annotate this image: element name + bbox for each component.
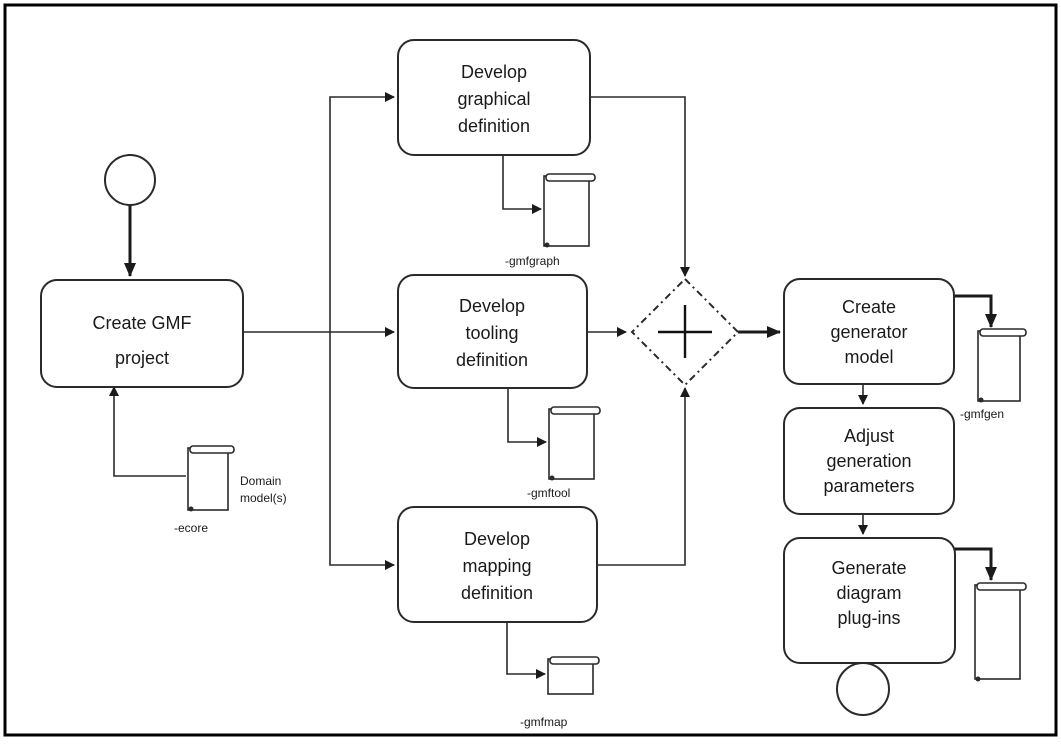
- activity-create-gmf-project: Create GMF project: [40, 279, 244, 388]
- activity-develop-mapping: Develop mapping definition: [397, 506, 598, 623]
- end-event: [836, 662, 890, 716]
- generate-line2: diagram: [836, 583, 901, 603]
- activity-create-generator-model: Create generator model: [783, 278, 955, 385]
- generate-line3: plug-ins: [837, 608, 900, 628]
- graphical-line1: Develop: [461, 62, 527, 82]
- connectors: [109, 92, 997, 684]
- document-icon-ecore: [187, 445, 235, 512]
- document-icon-gmfgraph: [543, 173, 596, 248]
- label-gmfmap: -gmfmap: [520, 715, 568, 729]
- generator-line1: Create: [842, 297, 896, 317]
- tooling-line2: tooling: [465, 323, 518, 343]
- mapping-line1: Develop: [464, 529, 530, 549]
- document-icon-diagram-plugin: [974, 582, 1027, 682]
- mapping-line3: definition: [461, 583, 533, 603]
- generate-line1: Generate: [831, 558, 906, 578]
- document-icon-gmfgen: [977, 328, 1027, 403]
- graphical-line2: graphical: [457, 89, 530, 109]
- label-ecore: -ecore: [174, 521, 208, 535]
- parallel-gateway: [630, 277, 740, 387]
- activity-develop-tooling: Develop tooling definition: [397, 274, 588, 389]
- activity-generate-plugins: Generate diagram plug-ins: [783, 537, 956, 664]
- document-icon-gmftool: [548, 406, 601, 481]
- create-project-line1: Create GMF: [92, 313, 191, 333]
- document-icon-gmfmap: [547, 656, 600, 695]
- mapping-line2: mapping: [462, 556, 531, 576]
- create-project-line2: project: [115, 348, 169, 368]
- diagram-frame: [3, 3, 1058, 737]
- label-gmfgraph: -gmfgraph: [505, 254, 560, 268]
- tooling-line1: Develop: [459, 296, 525, 316]
- tooling-line3: definition: [456, 350, 528, 370]
- adjust-line1: Adjust: [844, 426, 894, 446]
- activity-develop-graphical: Develop graphical definition: [397, 39, 591, 156]
- start-event: [104, 154, 156, 206]
- adjust-line3: parameters: [823, 476, 914, 496]
- graphical-line3: definition: [458, 116, 530, 136]
- adjust-line2: generation: [826, 451, 911, 471]
- label-domain-model-2: model(s): [240, 491, 287, 505]
- generator-line2: generator: [830, 322, 907, 342]
- generator-line3: model: [844, 347, 893, 367]
- label-gmfgen: -gmfgen: [960, 407, 1004, 421]
- activity-adjust-parameters: Adjust generation parameters: [783, 407, 955, 515]
- label-domain-model-1: Domain: [240, 474, 281, 488]
- label-gmftool: -gmftool: [527, 486, 570, 500]
